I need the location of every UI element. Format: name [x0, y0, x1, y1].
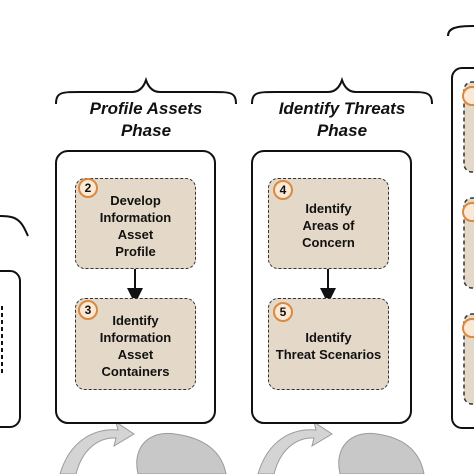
right-step-badge-1 — [462, 86, 474, 106]
step-text-line: Identify — [112, 313, 159, 328]
step-5-number-badge: 5 — [273, 302, 293, 322]
left-phase-partial — [0, 215, 29, 428]
connector-arrow-1 — [59, 420, 135, 474]
step-3-number-badge: 3 — [78, 300, 98, 320]
step-text-line: Threat Scenarios — [275, 347, 382, 362]
connector-arrow-2 — [136, 432, 227, 474]
step-text: Identify Threat Scenarios — [276, 329, 382, 363]
identify-threats-phase-title: Identify Threats Phase — [252, 98, 432, 142]
step-text-line: Profile — [115, 243, 156, 259]
step-2-number-badge: 2 — [78, 178, 98, 198]
step-4-number-badge: 4 — [273, 180, 293, 200]
phase-title-line: Phase — [316, 121, 368, 140]
phase-title-line: Phase — [120, 121, 172, 140]
step-text: Identify Areas of Concern — [275, 200, 382, 251]
step-text-line: Identify — [305, 330, 352, 345]
phase-title-line: Identify Threats — [278, 99, 406, 118]
step-text-line: Information Asset — [99, 209, 172, 242]
step-4-box: Identify Areas of Concern — [268, 178, 389, 269]
left-phase-panel — [0, 270, 21, 428]
step-text: Identify Information Asset Containers — [82, 312, 189, 380]
profile-assets-phase-title: Profile Assets Phase — [56, 98, 236, 142]
connector-arrow-4 — [338, 432, 425, 474]
step-text-line: Information Asset — [99, 330, 172, 362]
right-phase-partial — [447, 25, 474, 429]
phase-title-line: Profile Assets — [89, 99, 203, 118]
bottom-connector-arrows — [59, 420, 425, 474]
step-text: Develop Information Asset Profile — [82, 192, 189, 260]
connector-arrow-3 — [257, 420, 333, 474]
profile-assets-brace — [55, 76, 237, 105]
step-text-line: Containers — [101, 364, 170, 379]
right-step-badge-3 — [462, 318, 474, 338]
step-text-line: Identify — [305, 201, 352, 216]
step-2-box: Develop Information Asset Profile — [75, 178, 196, 269]
step-text-line: Develop — [110, 192, 161, 208]
right-step-badge-2 — [462, 202, 474, 222]
left-phase-brace — [0, 215, 29, 237]
identify-threats-brace — [251, 76, 433, 105]
step-text-line: Areas of Concern — [302, 218, 355, 250]
right-phase-brace — [447, 25, 474, 37]
